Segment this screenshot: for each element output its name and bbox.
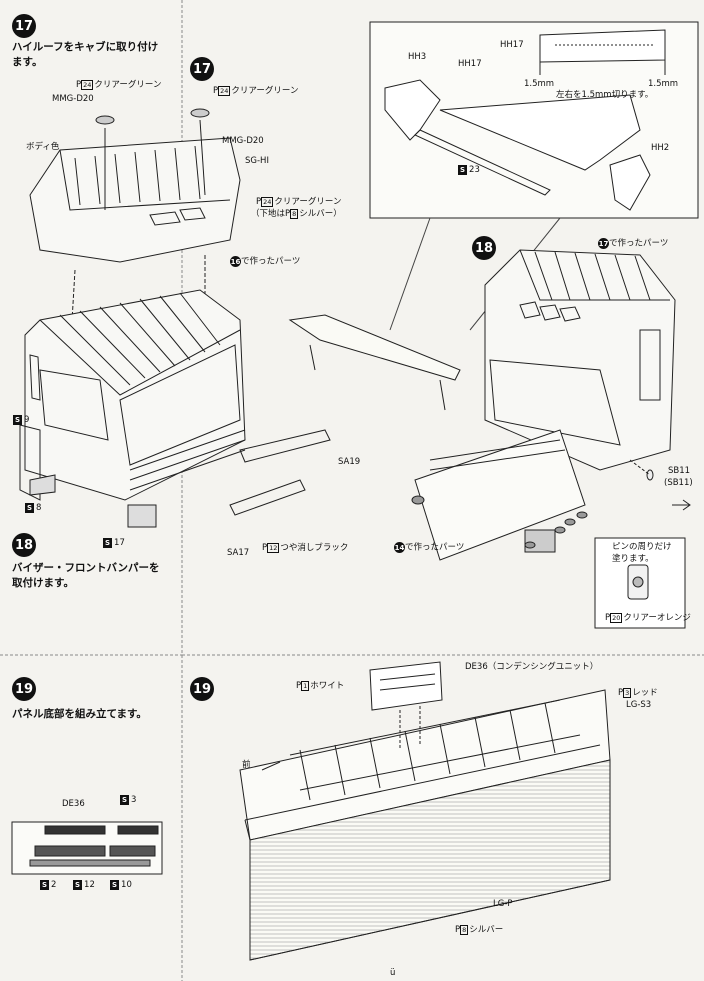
cut-note: 左右を1.5mm切ります。 xyxy=(556,90,654,100)
part-de36-condensing-unit: DE36（コンデンシングユニット） xyxy=(465,662,599,672)
made-in-step-17: 17で作ったパーツ xyxy=(598,238,669,249)
step-17-title: ハイルーフをキャブに取り付け ます。 xyxy=(12,40,158,70)
step-18-badge-right: 18 xyxy=(472,236,496,260)
body-color-label: ボディ色 xyxy=(26,142,60,152)
part-sg-hi: SG-HI xyxy=(245,156,269,166)
step-18-title-line2: 取付けます。 xyxy=(12,577,74,589)
part-lg-p: LG-P xyxy=(493,899,513,909)
step-19-title: パネル底部を組み立てます。 xyxy=(12,708,147,720)
step-17-title-line1: ハイルーフをキャブに取り付け xyxy=(12,41,159,53)
s8-number: 8 xyxy=(36,503,42,513)
s-badge: S xyxy=(13,415,23,425)
measure-left: 1.5mm xyxy=(524,79,555,89)
part-hh2: HH2 xyxy=(651,143,670,153)
step-17-title-line2: ます。 xyxy=(12,56,43,68)
step-18-badge: 18 xyxy=(12,533,36,557)
s-badge: S xyxy=(103,538,113,548)
s-badge: S xyxy=(25,503,35,513)
measure-right: 1.5mm xyxy=(648,79,679,89)
part-sb11: SB11 xyxy=(668,466,691,476)
part-lg-s3: LG-S3 xyxy=(626,700,652,710)
paint-text: クリアーグリーン xyxy=(94,80,162,90)
pin-note-line1: ピンの周りだけ xyxy=(612,542,672,552)
step-18-title-line1: バイザー・フロントバンパーを xyxy=(12,562,160,574)
s9-number: 9 xyxy=(24,415,30,425)
step-17-badge: 17 xyxy=(12,14,36,38)
part-mmg-d20-right: MMG-D20 xyxy=(222,136,264,146)
page-number: ü xyxy=(390,968,396,978)
paint-prefix: P xyxy=(76,80,82,90)
part-mmg-d20: MMG-D20 xyxy=(52,94,94,104)
pin-note-line2: 塗ります。 xyxy=(612,554,654,564)
step-17-badge-right: 17 xyxy=(190,57,214,81)
s17-number: 17 xyxy=(114,538,125,548)
made-in-step-16: 16で作ったパーツ xyxy=(230,256,301,267)
step-18-title: バイザー・フロントバンパーを 取付けます。 xyxy=(12,561,160,591)
part-sb11-paren: (SB11) xyxy=(664,478,693,488)
part-hh17-b: HH17 xyxy=(500,40,524,50)
part-sa19: SA19 xyxy=(338,457,361,467)
made-in-step-14: 14で作ったパーツ xyxy=(394,542,465,553)
part-hh3: HH3 xyxy=(408,52,427,62)
front-label: 前 xyxy=(242,760,251,770)
part-sa17: SA17 xyxy=(227,548,250,558)
step-19-badge: 19 xyxy=(12,677,36,701)
de36-label-left: DE36 xyxy=(62,799,85,809)
paint-number: 24 xyxy=(81,80,94,90)
part-hh17-a: HH17 xyxy=(458,59,482,69)
step-19-badge-right: 19 xyxy=(190,677,214,701)
